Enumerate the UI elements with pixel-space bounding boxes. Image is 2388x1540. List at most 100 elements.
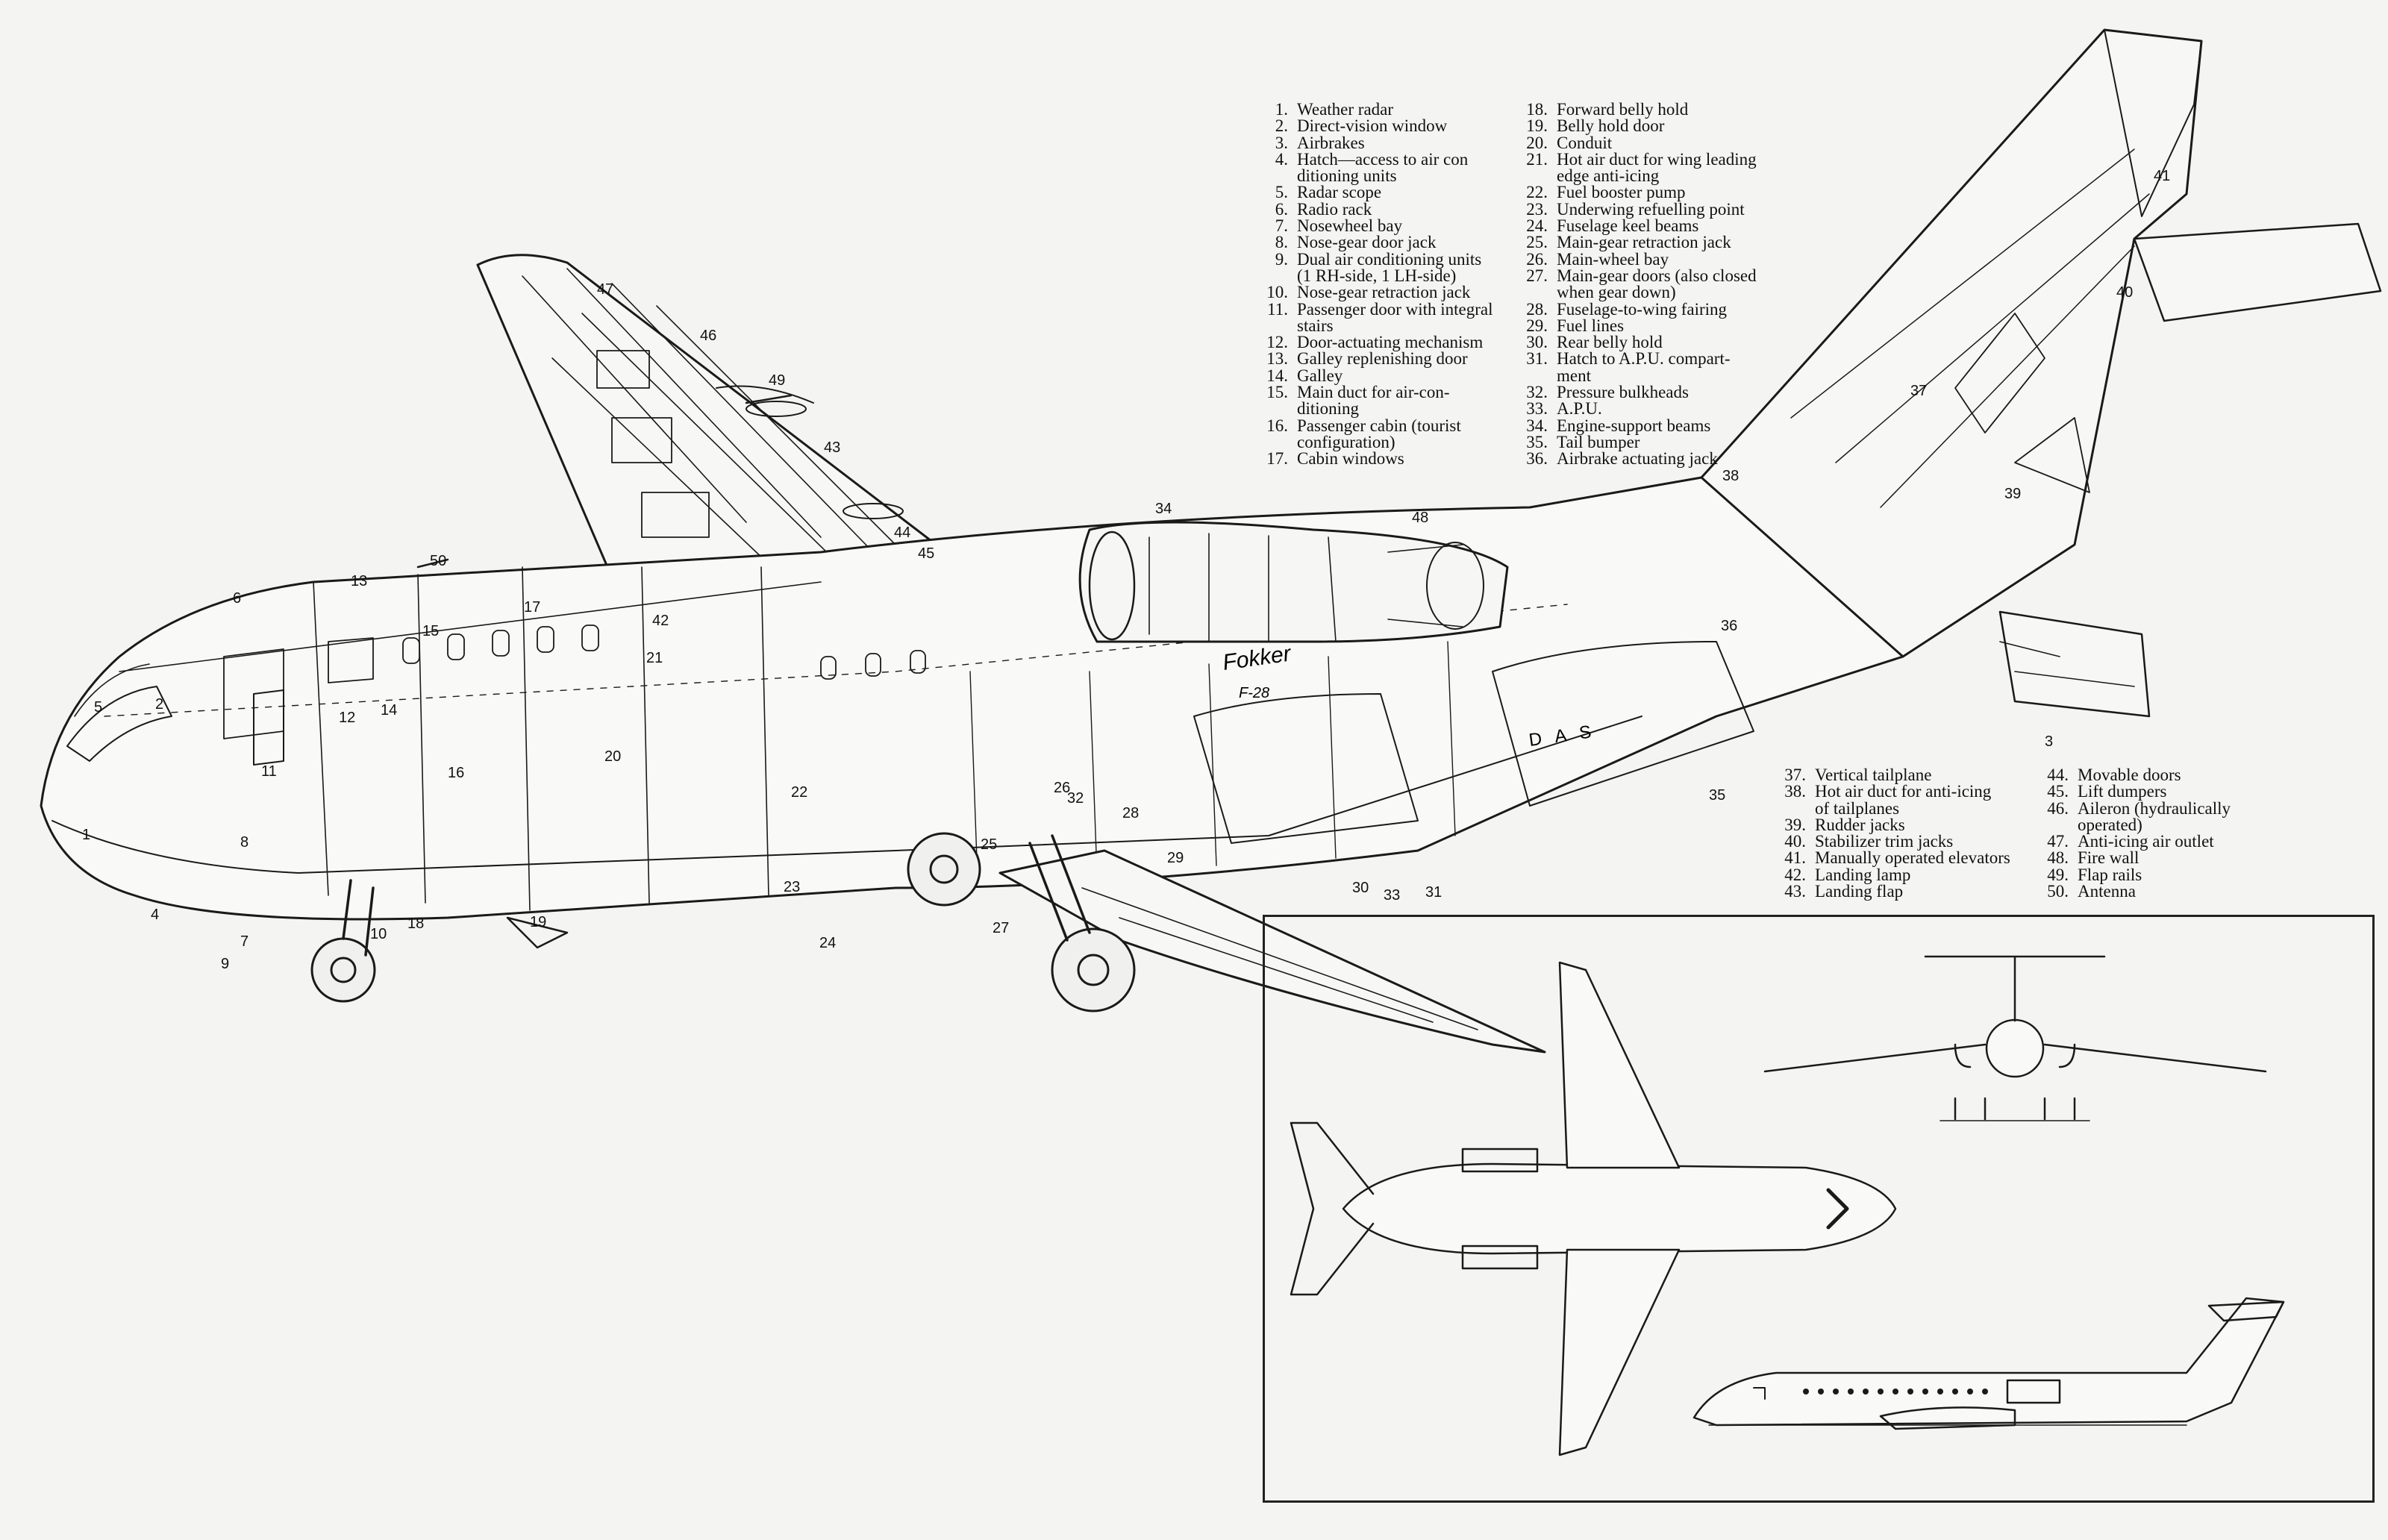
callout-number: 46 bbox=[700, 328, 716, 344]
legend-number: 1. bbox=[1275, 100, 1288, 119]
callout-number: 19 bbox=[530, 914, 546, 930]
legend-number: 50. bbox=[2047, 882, 2069, 901]
legend-text-line: Vertical tailplane bbox=[1815, 766, 1932, 784]
landing-gear-drawing bbox=[310, 832, 1136, 1012]
legend-text: Dual air conditioning units(1 RH-side, 1… bbox=[1297, 251, 1481, 285]
legend-item: 29. Fuel lines bbox=[1522, 316, 1757, 335]
callout-number: 22 bbox=[791, 784, 807, 801]
legend-item: 15.Main duct for air-con-ditioning bbox=[1263, 384, 1493, 418]
callout-number: 8 bbox=[240, 834, 249, 851]
fuselage-model: F-28 bbox=[1239, 685, 1269, 701]
legend-text-line: Cabin windows bbox=[1297, 449, 1404, 469]
legend-number: 34. bbox=[1526, 416, 1548, 435]
legend-number: 26. bbox=[1526, 249, 1548, 269]
legend-text: Landing flap bbox=[1815, 883, 1903, 900]
legend-text: Anti-icing air outlet bbox=[2078, 833, 2214, 850]
legend-number: 48. bbox=[2047, 848, 2069, 868]
callout-number: 41 bbox=[2154, 168, 2170, 184]
three-view-front bbox=[1763, 955, 2267, 1121]
legend-text: Main-gear retraction jack bbox=[1557, 234, 1731, 251]
legend-item: 31.Hatch to A.P.U. compart-ment bbox=[1522, 350, 1757, 384]
legend-number: 29. bbox=[1526, 316, 1548, 335]
legend-text-line: Lift dumpers bbox=[2078, 782, 2167, 801]
legend-text: Antenna bbox=[2078, 883, 2136, 900]
legend-text-line: Fuel lines bbox=[1557, 316, 1625, 335]
legend-text-line: when gear down) bbox=[1557, 283, 1676, 302]
legend-item: 24.Fuselage keel beams bbox=[1522, 217, 1757, 234]
legend-text-line: Radar scope bbox=[1297, 183, 1382, 202]
callout-number: 45 bbox=[918, 545, 934, 562]
legend-text-line: Forward belly hold bbox=[1557, 100, 1689, 119]
legend-item: 7.Nosewheel bay bbox=[1263, 216, 1493, 236]
legend-text-line: Passenger door with integral bbox=[1297, 299, 1493, 319]
legend-text-line: Hatch—access to air con bbox=[1297, 149, 1469, 169]
legend-text-line: ditioning units bbox=[1297, 166, 1397, 186]
callout-number: 47 bbox=[597, 281, 613, 298]
callout-number: 3 bbox=[2045, 733, 2053, 750]
legend-item: 43.Landing flap bbox=[1781, 883, 2010, 900]
legend-text-line: Anti-icing air outlet bbox=[2078, 832, 2214, 851]
legend-text: Tail bumper bbox=[1557, 432, 1640, 451]
legend-text-line: edge anti-icing bbox=[1557, 166, 1660, 186]
legend-number: 10. bbox=[1266, 283, 1288, 302]
callout-number: 10 bbox=[370, 926, 387, 942]
legend-item: 28.Fuselage-to-wing fairing bbox=[1522, 299, 1757, 319]
legend-item: 9.Dual air conditioning units(1 RH-side,… bbox=[1263, 251, 1493, 285]
legend-text: Forward belly hold bbox=[1557, 101, 1688, 118]
legend-text-line: Passenger cabin (tourist bbox=[1297, 416, 1461, 435]
callout-number: 4 bbox=[151, 907, 159, 923]
legend-item: 44.Movable doors bbox=[2043, 766, 2231, 783]
legend-text: Vertical tailplane bbox=[1815, 766, 1932, 784]
legend-item: 19.Belly hold door bbox=[1522, 117, 1757, 134]
callout-number: 32 bbox=[1067, 790, 1084, 807]
legend-text-line: (1 RH-side, 1 LH-side) bbox=[1297, 266, 1457, 285]
legend-text-line: Engine-support beams bbox=[1557, 416, 1711, 435]
legend-text-line: Fuselage-to-wing fairing bbox=[1557, 299, 1728, 319]
legend-item: 48. Fire wall bbox=[2043, 848, 2231, 868]
legend-text: Airbrakes bbox=[1297, 134, 1365, 151]
legend-text-line: Rudder jacks bbox=[1815, 815, 1905, 834]
legend-item: 34. Engine-support beams bbox=[1522, 416, 1757, 435]
legend-number: 39. bbox=[1784, 815, 1806, 834]
legend-text: Fire wall bbox=[2078, 849, 2139, 866]
legend-text-line: Antenna bbox=[2078, 882, 2136, 901]
legend-text: Nose-gear door jack bbox=[1297, 234, 1436, 251]
legend-number: 22. bbox=[1526, 183, 1548, 202]
legend-item: 3.Airbrakes bbox=[1263, 134, 1493, 151]
legend-text-line: Radio rack bbox=[1297, 199, 1372, 219]
airbrake-drawing bbox=[1998, 610, 2151, 718]
legend-item: 18.Forward belly hold bbox=[1522, 101, 1757, 118]
legend-number: 36. bbox=[1526, 449, 1548, 469]
legend-text-line: Main-gear retraction jack bbox=[1557, 233, 1731, 252]
legend-number: 7. bbox=[1275, 216, 1288, 236]
callout-number: 28 bbox=[1122, 805, 1139, 821]
callout-number: 20 bbox=[604, 748, 621, 765]
legend-item: 10.Nose-gear retraction jack bbox=[1263, 284, 1493, 301]
legend-text-line: Rear belly hold bbox=[1557, 333, 1663, 352]
callout-number: 23 bbox=[784, 879, 800, 895]
three-view-inset-frame bbox=[1263, 915, 2375, 1503]
legend-text-line: Pressure bulkheads bbox=[1557, 383, 1689, 402]
legend-text-line: Direct-vision window bbox=[1297, 116, 1448, 136]
callout-number: 35 bbox=[1709, 787, 1725, 804]
legend-text: Engine-support beams bbox=[1557, 416, 1711, 435]
legend-text-line: Hot air duct for anti-icing bbox=[1815, 782, 1992, 801]
legend-text: Manually operated elevators bbox=[1815, 849, 2010, 866]
legend-text-line: operated) bbox=[2078, 815, 2142, 834]
legend-text-line: Tail bumper bbox=[1557, 432, 1640, 451]
callout-number: 24 bbox=[819, 935, 836, 951]
legend-number: 14. bbox=[1266, 366, 1288, 385]
legend-text-line: stairs bbox=[1297, 316, 1334, 335]
legend-item: 14.Galley bbox=[1263, 366, 1493, 385]
